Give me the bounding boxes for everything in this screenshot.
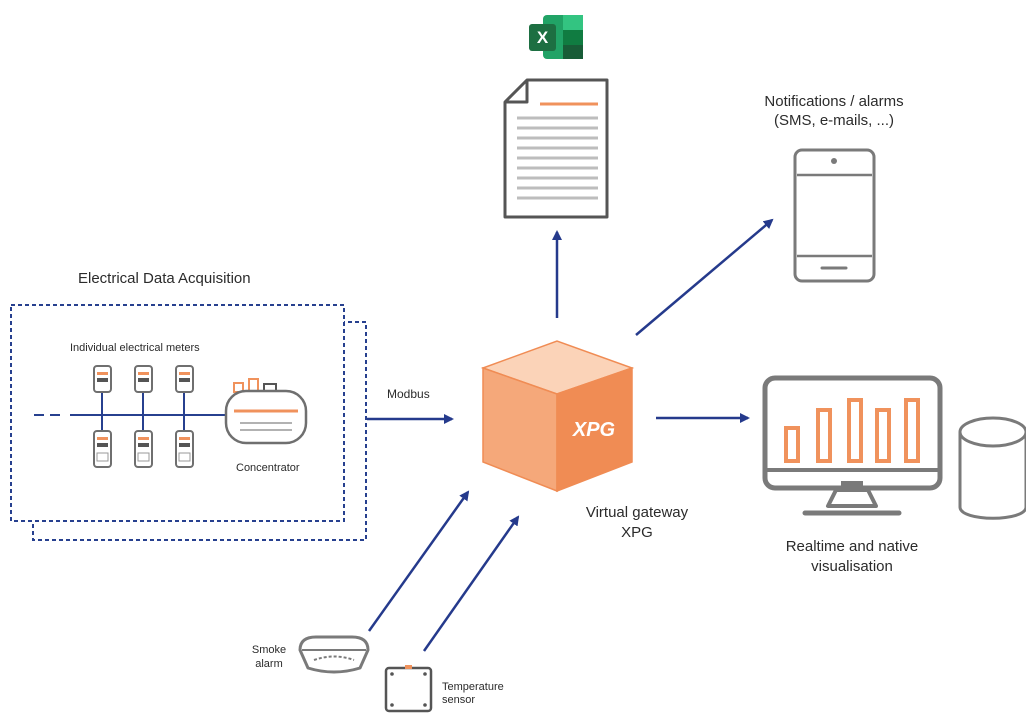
notification-arrow — [635, 218, 774, 336]
temperature-sensor-line1: Temperature — [442, 681, 504, 693]
excel-icon: X — [529, 15, 583, 59]
electrical-meter-icon — [134, 430, 153, 468]
temperature-sensor-icon — [384, 665, 433, 713]
gateway-logo-text: XPG — [572, 419, 615, 441]
meter-connections — [101, 385, 185, 438]
gateway-cube-icon: XPG — [480, 340, 635, 493]
electrical-meter-icon — [93, 430, 112, 468]
excel-letter: X — [537, 28, 549, 47]
temperature-arrow — [422, 515, 520, 652]
electrical-meter-icon — [175, 430, 194, 468]
meters-label: Individual electrical meters — [70, 342, 200, 354]
document-icon — [503, 78, 609, 219]
concentrator-icon — [224, 378, 308, 445]
monitor-chart-icon — [762, 375, 943, 516]
electrical-meter-icon — [175, 365, 194, 393]
section-title: Electrical Data Acquisition — [78, 270, 251, 287]
gateway-label-line1: Virtual gateway — [586, 504, 689, 521]
electrical-meter-icon — [93, 365, 112, 393]
notifications-line2: (SMS, e-mails, ...) — [774, 112, 894, 129]
smoke-alarm-icon — [298, 635, 370, 674]
notifications-line1: Notifications / alarms — [764, 93, 903, 110]
database-icon — [958, 416, 1026, 520]
smoke-alarm-line2: alarm — [255, 658, 283, 670]
electrical-meter-icon — [134, 365, 153, 393]
smoke-alarm-line1: Smoke — [252, 644, 286, 656]
visualisation-line2: visualisation — [811, 558, 893, 575]
visualisation-line1: Realtime and native — [786, 538, 919, 555]
gateway-label-line2: XPG — [621, 524, 653, 541]
protocol-label: Modbus — [387, 387, 430, 401]
concentrator-label: Concentrator — [236, 462, 300, 474]
smoke-alarm-arrow — [367, 490, 470, 632]
smartphone-icon — [793, 148, 876, 283]
temperature-sensor-line2: sensor — [442, 694, 475, 706]
data-acquisition-group: Electrical Data Acquisition Individual e… — [10, 270, 367, 541]
acquisition-box-back — [32, 321, 367, 541]
